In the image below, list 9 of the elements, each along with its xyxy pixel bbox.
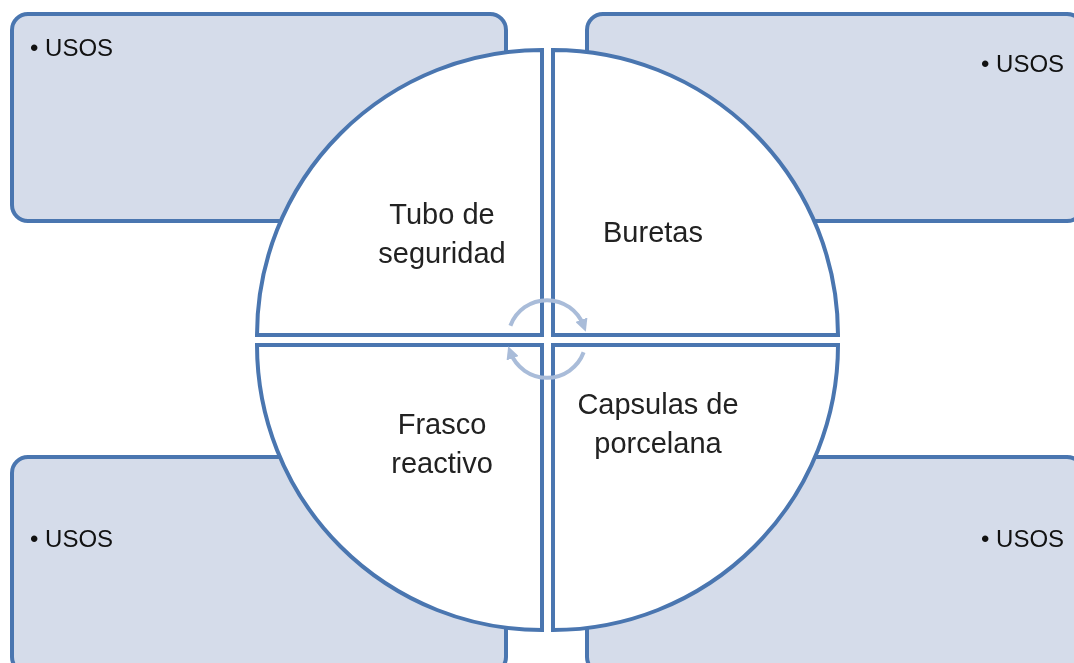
bullet-text: • USOS — [30, 34, 114, 62]
segment-label: Capsulas de porcelana — [576, 387, 740, 461]
bullet-text: • USOS — [30, 525, 114, 553]
bullet-text: • USOS — [981, 525, 1065, 553]
bullet-text: • USOS — [981, 50, 1065, 78]
segment-label: Frasco reactivo — [390, 407, 494, 481]
segment-label: Tubo de seguridad — [377, 197, 507, 271]
cycle-arrow — [507, 346, 586, 380]
segment-label: Buretas — [602, 215, 704, 250]
